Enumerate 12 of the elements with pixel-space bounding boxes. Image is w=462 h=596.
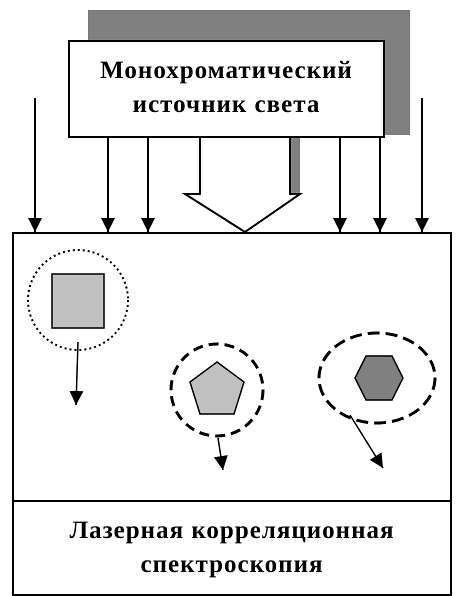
caption-panel bbox=[12, 500, 452, 596]
block-arrow bbox=[182, 137, 304, 234]
node-label: Монохроматический источник света bbox=[99, 56, 354, 120]
arrow bbox=[141, 138, 155, 232]
arrow bbox=[373, 138, 387, 232]
sample-area bbox=[12, 232, 452, 502]
light-source-box bbox=[68, 40, 385, 138]
arrow bbox=[28, 98, 42, 232]
node-label: Лазерная корреляционная спектроскопия bbox=[68, 516, 396, 580]
arrow bbox=[333, 138, 347, 232]
arrow bbox=[415, 98, 429, 232]
arrow bbox=[101, 138, 115, 232]
